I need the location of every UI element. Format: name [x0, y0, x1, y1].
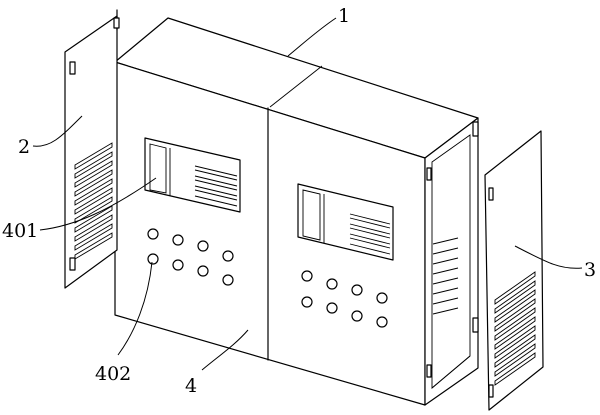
cabinet-side-vents: [432, 237, 459, 315]
left-door-knobs: [147, 228, 234, 286]
right-panel-vents: [494, 271, 536, 386]
leader-3: [514, 245, 583, 269]
label-1: 1: [338, 5, 350, 27]
leader-402: [117, 261, 153, 356]
right-door-knobs: [301, 270, 388, 328]
cabinet-body: [114, 17, 479, 406]
leader-2: [32, 115, 83, 147]
label-4: 4: [185, 375, 197, 397]
left-panel-vents: [74, 142, 113, 260]
right-door-window: [297, 183, 394, 261]
leader-1: [287, 17, 337, 57]
left-side-panel: [64, 9, 120, 289]
label-3: 3: [584, 259, 596, 281]
label-402: 402: [95, 363, 131, 385]
leader-401: [39, 177, 157, 231]
label-2: 2: [18, 136, 30, 158]
label-401: 401: [2, 220, 38, 242]
right-side-panel: [484, 130, 544, 411]
left-door-window: [144, 137, 241, 213]
cabinet-right-face: [424, 117, 479, 406]
leader-4: [201, 329, 249, 371]
